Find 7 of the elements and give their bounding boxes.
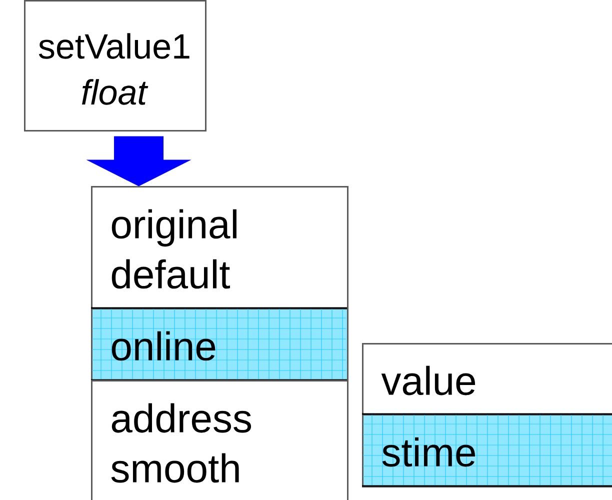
table-row: online: [91, 307, 348, 382]
table-row: value: [362, 343, 612, 416]
arrow: [87, 136, 190, 186]
table-row: address smooth: [91, 380, 348, 500]
label-box: setValue1 float: [24, 0, 206, 132]
table-row: original default: [91, 186, 348, 310]
table-row: stime: [362, 413, 612, 488]
